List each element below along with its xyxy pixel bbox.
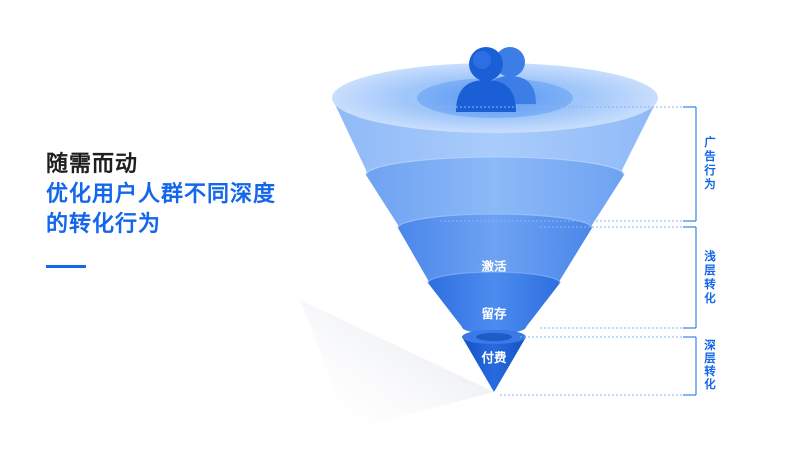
funnel-layer-4: 留存 — [427, 271, 561, 334]
funnel-layer-5-label: 付费 — [481, 350, 507, 365]
group-bracket-3: 深 层 转 化 — [500, 336, 716, 396]
headline-line-2: 优化用户人群不同深度 — [46, 182, 277, 207]
group-label-2-char-2: 层 — [703, 263, 716, 277]
users-icon — [456, 47, 536, 112]
headline-line-3: 的转化行为 — [46, 212, 162, 237]
funnel-layer-3-label: 激活 — [481, 259, 507, 274]
group-label-2-char-4: 化 — [704, 291, 716, 305]
funnel-layer-4-label: 留存 — [481, 306, 507, 321]
group-bracket-2: 浅 层 转 化 — [540, 226, 716, 329]
group-label-1-char-4: 为 — [704, 177, 716, 191]
group-label-3-char-3: 转 — [704, 364, 716, 378]
funnel-shadow — [300, 300, 494, 430]
group-bracket-1: 广 告 行 为 — [440, 106, 716, 222]
group-label-1-char-3: 行 — [703, 163, 716, 177]
group-label-1-char-1: 广 — [704, 135, 716, 149]
headline: 随需而动 优化用户人群不同深度 的转化行为 — [46, 150, 336, 240]
group-label-3-char-2: 层 — [703, 351, 716, 365]
headline-line-1: 随需而动 — [46, 152, 139, 177]
group-label-2-char-1: 浅 — [704, 249, 716, 263]
group-label-3-char-1: 深 — [704, 338, 716, 352]
funnel-layer-3: 激活 — [397, 213, 593, 292]
group-label-1-char-2: 告 — [704, 149, 716, 163]
group-label-3-char-4: 化 — [704, 377, 716, 391]
accent-rule — [46, 265, 86, 268]
group-label-2-char-3: 转 — [704, 277, 716, 291]
funnel-layer-5: 付费 — [462, 330, 526, 392]
